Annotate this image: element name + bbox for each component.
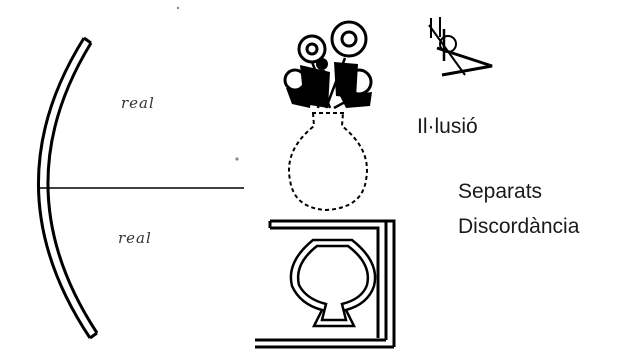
- label-discordance: Discordància: [458, 215, 579, 239]
- dot-mark: [177, 7, 179, 9]
- image-vase: [289, 113, 367, 210]
- real-vase: [291, 240, 375, 326]
- label-illusion: Il·lusió: [417, 115, 478, 139]
- label-real-bottom: real: [118, 229, 152, 247]
- label-separated: Separats: [458, 180, 542, 204]
- dot-mark: [235, 157, 238, 160]
- label-real-top: real: [121, 94, 155, 112]
- flowers-icon: [285, 22, 372, 108]
- eye-icon: [429, 17, 492, 75]
